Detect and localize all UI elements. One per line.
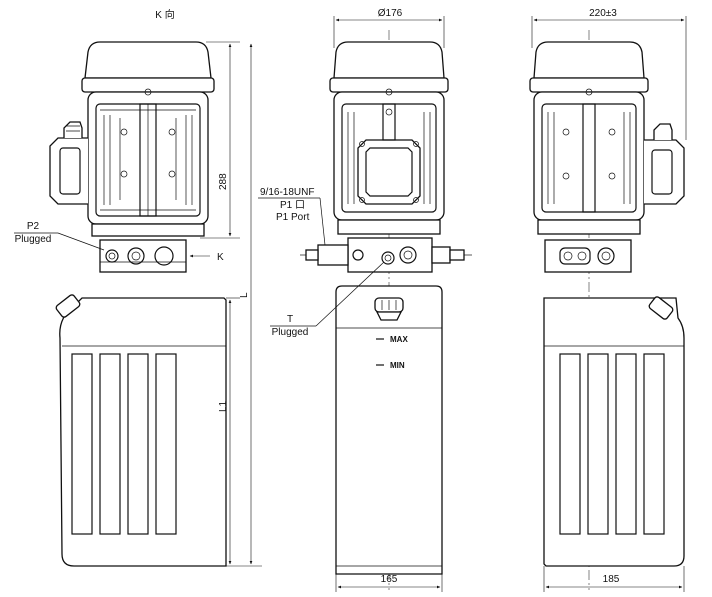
tank-side [543,296,685,567]
tank-left [55,294,227,567]
dim-diameter-176: Ø176 [378,8,403,19]
p1-port-label: P1 Port [276,212,310,223]
level-min: MIN [390,361,405,370]
valve-block-side [544,239,632,273]
t-status: Plugged [272,327,309,338]
valve-block-left [99,239,187,273]
dim-288: 288 [218,173,229,190]
t-label: T [287,314,293,325]
k-arrow-label: K [217,252,224,263]
motor-side [529,41,685,235]
view-side: 220±3 [529,8,687,592]
view-front: Ø176 [258,8,472,592]
dim-L1: L1 [218,400,229,412]
tank-front: MAX MIN [335,285,443,575]
p1-cn-label: P1 口 [280,200,305,211]
dim-220: 220±3 [589,8,617,19]
view-k: K 向 [14,8,262,567]
dim-L: L [239,292,250,298]
valve-block-front [300,237,472,273]
thread-spec: 9/16-18UNF [260,187,314,198]
height-dimensions: 288 L L1 [200,41,262,567]
view-k-label: K 向 [155,8,174,21]
level-max: MAX [390,335,408,344]
p2-status: Plugged [15,234,52,245]
motor-front [329,41,449,235]
p2-label: P2 [27,221,40,232]
dim-185: 185 [603,574,620,585]
motor-left [49,41,215,237]
dim-165: 165 [381,574,398,585]
